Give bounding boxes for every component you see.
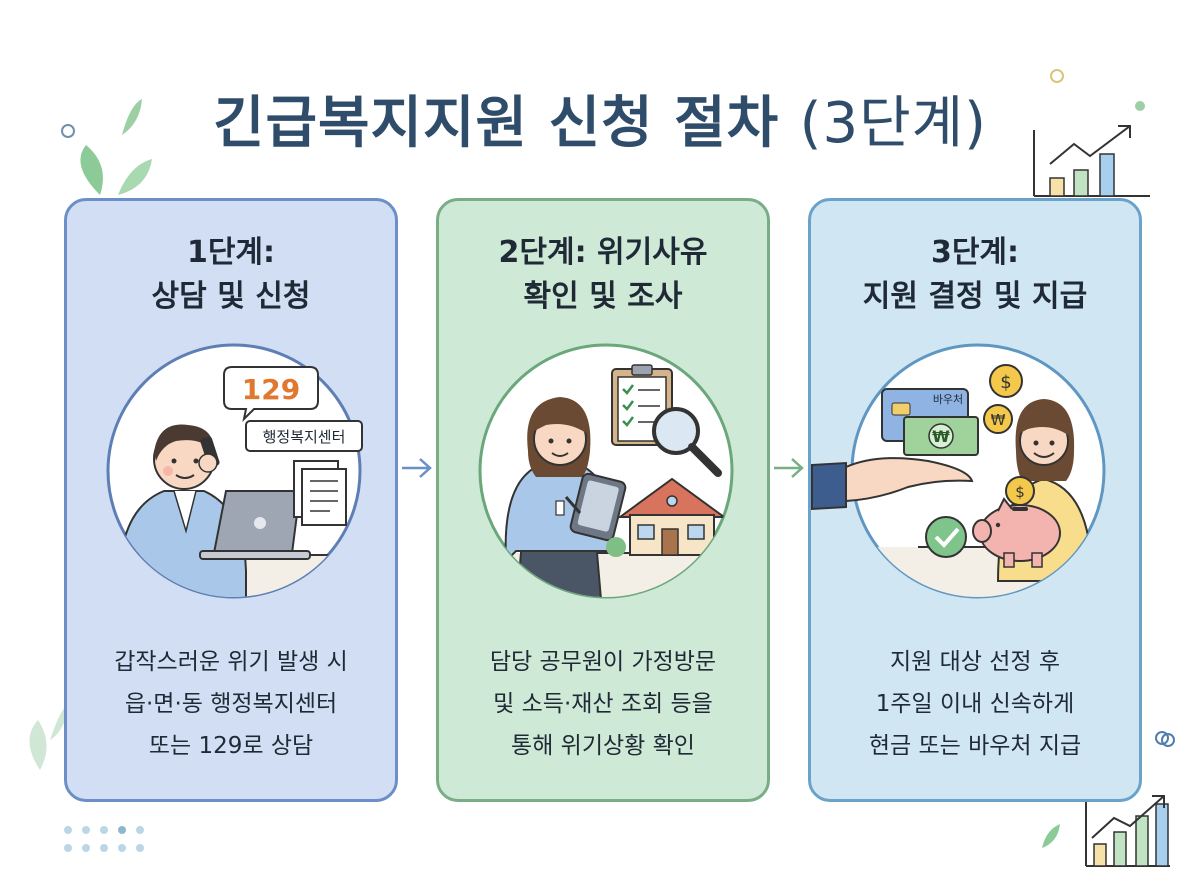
- step-3-desc-line: 현금 또는 바우처 지급: [868, 733, 1082, 759]
- step-2-desc-line: 담당 공무원이 가정방문: [489, 649, 717, 675]
- step-3-desc-line: 지원 대상 선정 후: [889, 649, 1061, 675]
- investigation-illustration: [478, 343, 734, 599]
- step-1-title-line1: 1단계:: [186, 235, 276, 270]
- leaf-decoration-left-icon: [29, 704, 68, 770]
- page-title-main: 긴급복지지원 신청 절차: [212, 91, 780, 156]
- hand-icon: [811, 457, 974, 511]
- step-2-title: 2단계: 위기사유 확인 및 조사: [439, 231, 767, 319]
- magnifier-icon: [652, 407, 722, 477]
- laptop-icon: [199, 490, 311, 560]
- step-1-title: 1단계: 상담 및 신청: [67, 231, 395, 319]
- welfare-center-sign: 행정복지센터: [245, 420, 363, 452]
- page-title: 긴급복지지원 신청 절차 (3단계): [0, 78, 1200, 159]
- coin-won-symbol: ₩: [991, 411, 1006, 429]
- step-2-description: 담당 공무원이 가정방문 및 소득·재산 조회 등을 통해 위기상황 확인: [439, 641, 767, 767]
- banknote-won-symbol: ₩: [932, 427, 950, 446]
- step-card-2: 2단계: 위기사유 확인 및 조사: [436, 198, 770, 802]
- documents-icon: [293, 460, 347, 526]
- step-3-description: 지원 대상 선정 후 1주일 이내 신속하게 현금 또는 바우처 지급: [811, 641, 1139, 767]
- step-2-desc-line: 및 소득·재산 조회 등을: [493, 691, 713, 717]
- voucher-label: 바우처: [933, 393, 963, 406]
- step-3-desc-line: 1주일 이내 신속하게: [875, 691, 1075, 717]
- dot-decoration-icon: [1155, 731, 1169, 745]
- chart-decoration-topright-icon: [1033, 69, 1150, 197]
- page-title-sub: (3단계): [799, 91, 988, 156]
- step-card-3: 3단계: 지원 결정 및 지급 바우처 ₩: [808, 198, 1142, 802]
- step-2-title-line2: 확인 및 조사: [523, 279, 683, 314]
- piggy-bank-icon: [972, 497, 1061, 568]
- coin-dollar-symbol: $: [1015, 483, 1025, 501]
- leaf-decoration-topleft-icon: [61, 99, 152, 195]
- checkmark-icon: [925, 516, 967, 558]
- bubble-number: 129: [242, 373, 300, 406]
- sign-label: 행정복지센터: [263, 428, 346, 446]
- dots-decoration-icon: [64, 826, 144, 852]
- house-icon: [606, 477, 728, 557]
- phone-icon: [198, 436, 220, 473]
- coin-icon: $ ₩ $: [983, 364, 1035, 506]
- arrow-right-icon: [774, 458, 804, 478]
- step-3-title: 3단계: 지원 결정 및 지급: [811, 231, 1139, 319]
- chart-decoration-bottomright-icon: [1042, 733, 1175, 867]
- consultation-illustration: 129 행정복지센터: [106, 343, 363, 599]
- step-3-title-line1: 3단계:: [930, 235, 1020, 270]
- tablet-icon: [564, 472, 627, 542]
- step-2-desc-line: 통해 위기상황 확인: [511, 733, 695, 759]
- coin-dollar-symbol: $: [1000, 372, 1011, 393]
- step-1-description: 갑작스러운 위기 발생 시 읍·면·동 행정복지센터 또는 129로 상담: [67, 641, 395, 767]
- speech-bubble-icon: 129: [223, 366, 319, 423]
- step-card-1: 1단계: 상담 및 신청: [64, 198, 398, 802]
- banknote-icon: ₩: [903, 416, 979, 456]
- step-1-desc-line: 갑작스러운 위기 발생 시: [114, 649, 348, 675]
- arrow-right-icon: [402, 458, 432, 478]
- step-3-title-line2: 지원 결정 및 지급: [862, 279, 1088, 314]
- step-2-title-line1: 2단계: 위기사유: [498, 235, 708, 270]
- step-1-title-line2: 상담 및 신청: [151, 279, 311, 314]
- payment-illustration: 바우처 ₩ $ ₩ $: [811, 343, 1106, 599]
- step-1-desc-line: 또는 129로 상담: [148, 733, 314, 759]
- step-1-desc-line: 읍·면·동 행정복지센터: [124, 691, 338, 717]
